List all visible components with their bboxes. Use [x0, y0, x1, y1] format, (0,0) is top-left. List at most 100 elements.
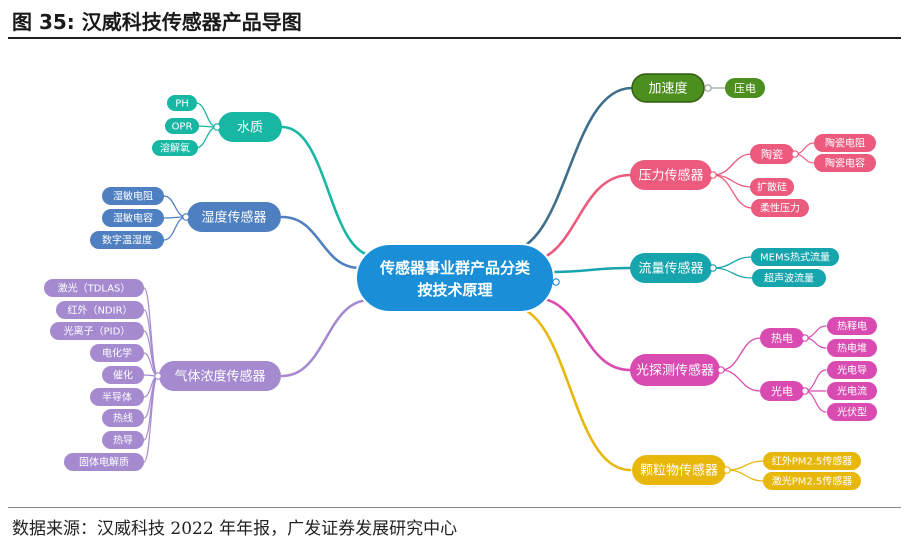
pressure-leaf-0-label: 扩散硅 — [757, 181, 787, 194]
branch-flow-shape — [630, 253, 712, 283]
light-heat-label: 热电 — [771, 332, 793, 345]
gas-leaf-3-shape — [90, 344, 144, 362]
light-heat-leaf-0-label: 热释电 — [837, 320, 867, 333]
pressure-leaf-0: 扩散硅 — [750, 178, 794, 196]
gas-leaf-5-shape — [90, 388, 144, 406]
gas-leaf-2: 光离子（PID） — [50, 322, 144, 340]
light-heat-leaf-0: 热释电 — [827, 317, 877, 335]
edge-accel — [503, 86, 634, 254]
edge-pressure-sub — [712, 153, 753, 176]
light-heat-shape — [760, 328, 804, 348]
humidity-leaf-2-label: 数字温湿度 — [102, 234, 152, 247]
branch-gas-shape — [159, 361, 281, 391]
flow-leaf-0: MEMS热式流量 — [751, 248, 839, 266]
branch-particle-label: 颗粒物传感器 — [640, 463, 718, 479]
gas-leaf-2-shape — [50, 322, 144, 340]
gas-leaf-7: 热导 — [102, 431, 144, 449]
light-photo: 光电 — [760, 381, 804, 401]
pressure-knob — [709, 171, 717, 179]
edge-light-photo — [720, 369, 761, 392]
pressure-sub-leaf-1: 陶瓷电容 — [814, 154, 876, 172]
water-leaf-1-label: OPR — [172, 122, 193, 133]
particle-leaf-0: 红外PM2.5传感器 — [763, 452, 861, 470]
light-photo-leaf-2-shape — [827, 403, 877, 421]
edge-flow-0 — [712, 256, 753, 269]
pressure-leaf-1-label: 柔性压力 — [760, 202, 800, 215]
edge-water — [280, 125, 377, 258]
gas-leaf-6: 热线 — [102, 409, 144, 427]
humidity-leaf-2-shape — [90, 231, 164, 249]
leaf-accel-0-shape — [725, 78, 765, 98]
pressure-sub: 陶瓷 — [750, 144, 794, 164]
center-title-line1: 传感器事业群产品分类 — [379, 259, 531, 277]
branch-gas-label: 气体浓度传感器 — [174, 369, 265, 385]
source-note: 数据来源：汉威科技 2022 年年报，广发证券发展研究中心 — [12, 519, 458, 539]
edge-humidity-2 — [163, 216, 187, 241]
light-heat-leaf-1: 热电堆 — [827, 339, 877, 357]
flow-leaf-0-label: MEMS热式流量 — [760, 251, 830, 264]
flow-leaf-1-shape — [752, 269, 826, 287]
edge-water-2 — [195, 126, 218, 149]
humidity-leaf-1: 湿敏电容 — [102, 209, 164, 227]
light-photo-leaf-1-label: 光电流 — [837, 385, 867, 398]
edge-humidity-0 — [163, 195, 187, 218]
gas-leaf-1: 红外（NDIR） — [56, 301, 144, 319]
humidity-leaf-1-label: 湿敏电容 — [113, 212, 153, 225]
gas-leaf-3: 电化学 — [90, 344, 144, 362]
light-heat-leaf-1-shape — [827, 339, 877, 357]
pressure-sub-shape — [750, 144, 794, 164]
title-divider — [8, 37, 901, 39]
edge-particle-0 — [726, 460, 765, 471]
edge-light-heat — [720, 337, 761, 371]
pressure-sub-leaf-0-shape — [814, 134, 876, 152]
figure-title: 图 35: 汉威科技传感器产品导图 — [12, 10, 302, 34]
pressure-leaf-0-shape — [750, 178, 794, 196]
pressure-sub-leaf-1-label: 陶瓷电容 — [825, 157, 865, 170]
flow-leaf-0-shape — [751, 248, 839, 266]
gas-leaf-2-label: 光离子（PID） — [64, 325, 131, 338]
bottom-divider — [8, 507, 901, 508]
light-heat-leaf-0-shape — [827, 317, 877, 335]
edge-flow-1 — [712, 267, 753, 279]
humidity-leaf-1-shape — [102, 209, 164, 227]
branch-light-shape — [630, 354, 720, 386]
edge-gas-8 — [143, 375, 159, 463]
gas-leaf-5-label: 半导体 — [102, 391, 132, 404]
water-knob — [213, 123, 221, 131]
branch-light-label: 光探测传感器 — [636, 363, 714, 379]
branch-humidity-shape — [187, 202, 281, 232]
edge-light — [533, 296, 632, 372]
edge-gas — [280, 298, 372, 378]
branch-water: 水质 — [218, 112, 282, 142]
humidity-leaf-0-shape — [102, 187, 164, 205]
pressure-leaf-1: 柔性压力 — [751, 199, 809, 217]
flow-leaf-1: 超声波流量 — [752, 269, 826, 287]
light-heat: 热电 — [760, 328, 804, 348]
light-knob — [717, 366, 725, 374]
water-leaf-2-shape — [152, 140, 198, 156]
edge-water-0 — [195, 102, 218, 128]
branch-accel-label: 加速度 — [648, 81, 687, 97]
gas-leaf-5: 半导体 — [90, 388, 144, 406]
branch-pressure-shape — [630, 160, 712, 190]
edge-light-p0 — [804, 369, 827, 392]
gas-leaf-8: 固体电解质 — [64, 453, 144, 471]
branch-humidity-label: 湿度传感器 — [201, 210, 266, 226]
gas-knob — [154, 372, 162, 380]
humidity-knob — [182, 213, 190, 221]
center-knob — [552, 278, 560, 286]
center-title-line2: 按技术原理 — [417, 281, 492, 299]
water-leaf-1-shape — [165, 118, 199, 134]
light-heat-leaf-1-label: 热电堆 — [837, 342, 867, 355]
flow-knob — [709, 264, 717, 272]
particle-leaf-0-label: 红外PM2.5传感器 — [772, 455, 853, 468]
edge-particle — [508, 304, 632, 472]
pressure-sub-leaf-1-shape — [814, 154, 876, 172]
gas-leaf-0-label: 激光（TDLAS） — [58, 282, 131, 295]
edge-humidity — [280, 215, 362, 270]
water-leaf-0-label: PH — [175, 99, 189, 110]
branch-particle: 颗粒物传感器 — [632, 455, 726, 485]
branch-gas: 气体浓度传感器 — [159, 361, 281, 391]
